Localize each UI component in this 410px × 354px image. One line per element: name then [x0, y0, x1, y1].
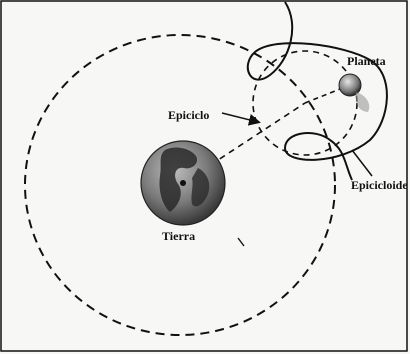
planet-sphere	[339, 74, 369, 112]
epicycle-pointer	[222, 113, 258, 122]
stray-mark	[238, 238, 244, 246]
epicycloid-label: Epicicloide	[351, 179, 408, 191]
planet-label: Planeta	[347, 55, 386, 67]
epicycle-label: Epiciclo	[168, 109, 209, 121]
earth-label: Tierra	[162, 230, 195, 242]
epicycloid-pointer	[352, 150, 372, 176]
earth-globe	[141, 141, 225, 225]
